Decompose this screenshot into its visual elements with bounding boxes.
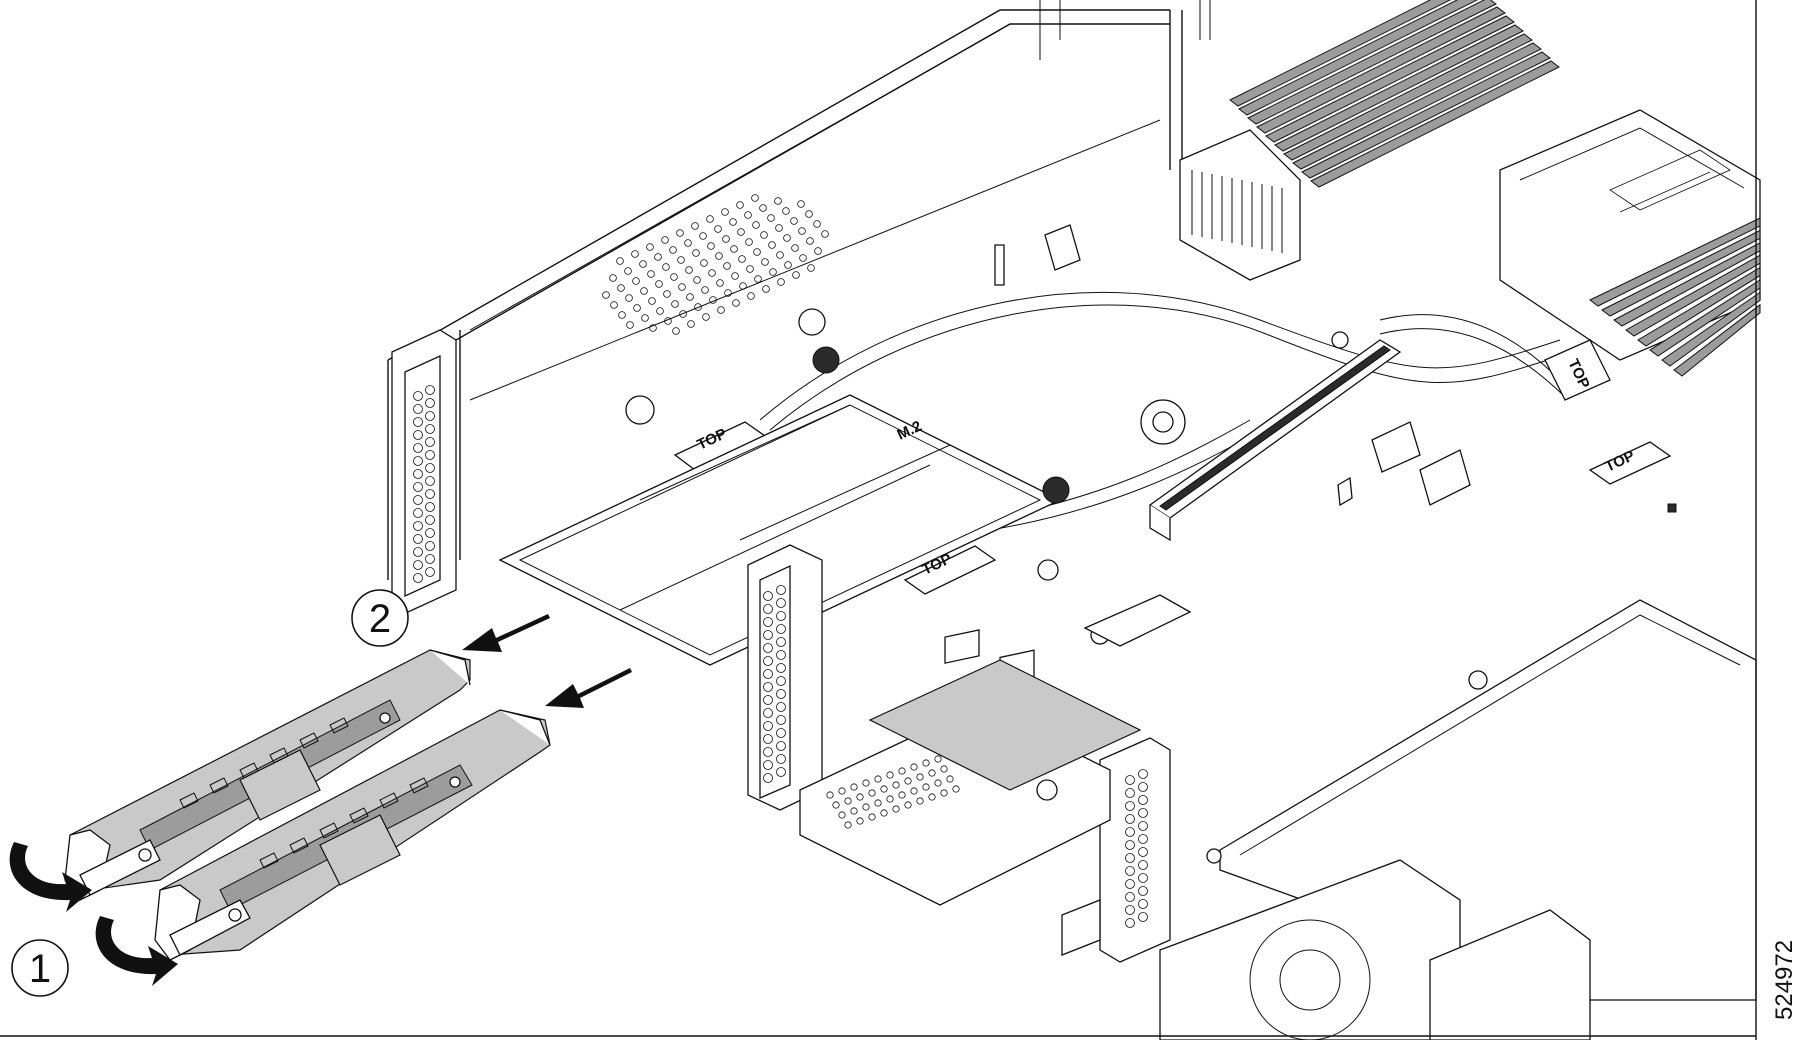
dimm-slots-right [1589,217,1761,377]
fan-module [1159,859,1591,1040]
callout-1-label: 1 [29,947,51,991]
figure-id: 524972 [1771,940,1798,1020]
m2-carrier-bays: M.2 [498,394,1062,666]
arrow-icon [462,614,550,652]
vent-hole-pattern [602,194,829,335]
center-riser-bracket [747,544,823,811]
heatsink [1179,129,1301,281]
curved-arrow-icon [95,916,178,986]
callout-2: 2 [351,589,409,647]
dimm-slots-top [1229,0,1560,188]
callout-1: 1 [11,939,69,997]
m2-module-1[interactable] [64,649,471,901]
chassis-back-wall [387,0,1211,580]
rear-io-panel [799,629,1111,956]
top-connector-3: TOP [1544,339,1611,401]
left-riser-bracket [391,329,457,613]
right-riser-bracket [1099,737,1171,963]
small-components [625,224,1677,801]
figure-border [0,0,1757,1040]
m2-module-2[interactable] [154,709,551,961]
curved-arrow-icon [9,842,92,912]
arrow-icon [545,668,632,708]
pcie-slot-connector [1148,339,1402,542]
top-connector-4: TOP [1588,441,1672,485]
callout-2-label: 2 [369,597,391,641]
